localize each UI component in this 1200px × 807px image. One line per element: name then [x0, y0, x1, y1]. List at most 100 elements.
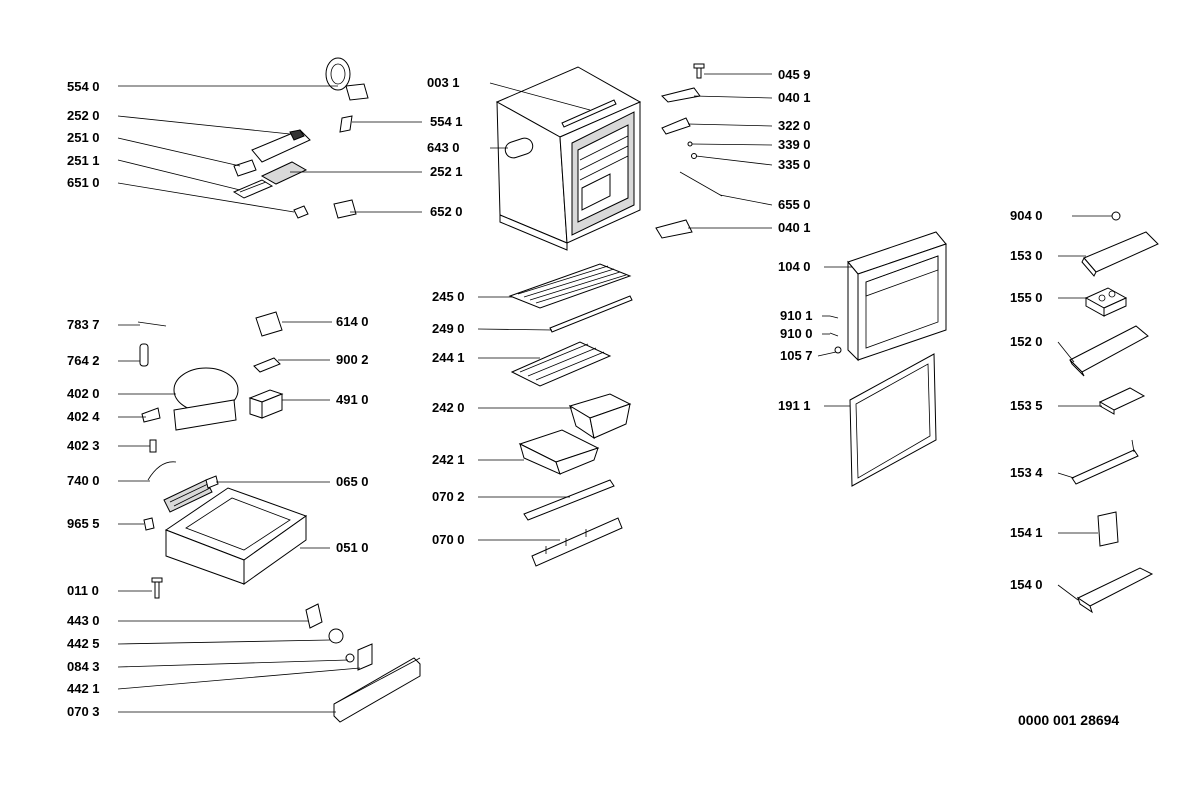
label-0459: 045 9 [778, 67, 811, 82]
label-2521: 252 1 [430, 164, 463, 179]
knob-part-2510 [233, 159, 257, 177]
bar-part-1534 [1071, 439, 1139, 485]
label-5541: 554 1 [430, 114, 463, 129]
shelf-part-2441 [510, 341, 612, 387]
leader-lines [117, 73, 1112, 713]
label-6520: 652 0 [430, 204, 463, 219]
screw-part-9100 [829, 332, 839, 337]
condenser-part-7400 [147, 461, 213, 513]
clip-part-4023 [149, 439, 157, 453]
label-4024: 402 4 [67, 409, 100, 424]
label-9100: 910 0 [780, 326, 813, 341]
label-2520: 252 0 [67, 108, 100, 123]
label-4430: 443 0 [67, 613, 100, 628]
label-9655: 965 5 [67, 516, 100, 531]
door-shelf-part-1520 [1069, 325, 1149, 377]
thermostat-part-4430 [305, 603, 323, 629]
crisper-part-2421 [518, 429, 600, 475]
crisper-part-2420 [568, 393, 632, 440]
label-9101: 910 1 [780, 308, 813, 323]
bulb-part-6510 [293, 205, 309, 219]
foot-part-9655 [143, 517, 155, 531]
pin-part-3350 [691, 153, 697, 159]
label-2490: 249 0 [432, 321, 465, 336]
label-7400: 740 0 [67, 473, 100, 488]
label-2441: 244 1 [432, 350, 465, 365]
door-shelf-part-1530 [1081, 231, 1159, 277]
door-part-1040 [847, 231, 947, 362]
base-tray-part-0510 [164, 487, 308, 585]
label-7837: 783 7 [67, 317, 100, 332]
screw-part-9101 [829, 315, 839, 319]
lamp-cover-part-2511 [232, 179, 274, 199]
label-1040: 104 0 [778, 259, 811, 274]
label-4425: 442 5 [67, 636, 100, 651]
drier-part-7642 [139, 343, 149, 367]
bracket-part-3220 [661, 117, 691, 135]
label-0510: 051 0 [336, 540, 369, 555]
label-1911: 191 1 [778, 398, 811, 413]
knob-part-4425 [328, 628, 344, 644]
label-9040: 904 0 [1010, 208, 1043, 223]
compressor-part-4020 [173, 367, 239, 431]
label-0843: 084 3 [67, 659, 100, 674]
label-1057: 105 7 [780, 348, 813, 363]
label-0650: 065 0 [336, 474, 369, 489]
bushing-part-0843 [345, 653, 355, 663]
cap-part-9040 [1111, 211, 1121, 221]
door-shelf-part-1535 [1098, 387, 1146, 415]
label-6140: 614 0 [336, 314, 369, 329]
lamp-holder-part-2521 [260, 161, 308, 185]
label-4910: 491 0 [336, 392, 369, 407]
label-6430: 643 0 [427, 140, 460, 155]
label-3220: 322 0 [778, 118, 811, 133]
egg-tray-part-1550 [1084, 287, 1128, 317]
label-1535: 153 5 [1010, 398, 1043, 413]
switch-part-6520 [333, 199, 357, 219]
bottle-holder-part-1541 [1097, 511, 1119, 547]
kickplate-part-0703 [333, 657, 421, 723]
hinge-part-0401-bottom [655, 219, 693, 239]
label-4023: 402 3 [67, 438, 100, 453]
label-5540: 554 0 [67, 79, 100, 94]
label-1540: 154 0 [1010, 577, 1043, 592]
label-1541: 154 1 [1010, 525, 1043, 540]
fan-part-5540 [325, 57, 369, 101]
cabinet-part [495, 66, 642, 251]
label-2450: 245 0 [432, 289, 465, 304]
cover-part-4910 [248, 389, 284, 419]
label-0703: 070 3 [67, 704, 100, 719]
label-9002: 900 2 [336, 352, 369, 367]
label-4421: 442 1 [67, 681, 100, 696]
clip-part-0650 [205, 475, 219, 489]
rail-part-0702 [523, 479, 615, 521]
label-4020: 402 0 [67, 386, 100, 401]
label-1550: 155 0 [1010, 290, 1043, 305]
hinge-part-0401-top [661, 87, 701, 103]
rod-part-6550 [679, 171, 723, 197]
relay-part-9002 [253, 357, 281, 373]
label-2511: 251 1 [67, 153, 100, 168]
clip-part-4024 [141, 407, 161, 423]
label-0702: 070 2 [432, 489, 465, 504]
label-1520: 152 0 [1010, 334, 1043, 349]
screw-part-0110 [151, 577, 163, 599]
label-2510: 251 0 [67, 130, 100, 145]
document-number: 0000 001 28694 [1018, 712, 1119, 728]
door-shelf-part-1540 [1076, 567, 1154, 614]
label-3350: 335 0 [778, 157, 811, 172]
label-6550: 655 0 [778, 197, 811, 212]
label-1534: 153 4 [1010, 465, 1043, 480]
label-0700: 070 0 [432, 532, 465, 547]
label-1530: 153 0 [1010, 248, 1043, 263]
label-0401-top: 040 1 [778, 90, 811, 105]
pin-part-3390 [687, 141, 693, 147]
label-7642: 764 2 [67, 353, 100, 368]
label-2420: 242 0 [432, 400, 465, 415]
gasket-part-1911 [849, 353, 937, 487]
bracket-part-5541 [339, 115, 353, 133]
shelf-part-2450 [508, 263, 632, 309]
label-6510: 651 0 [67, 175, 100, 190]
label-2421: 242 1 [432, 452, 465, 467]
